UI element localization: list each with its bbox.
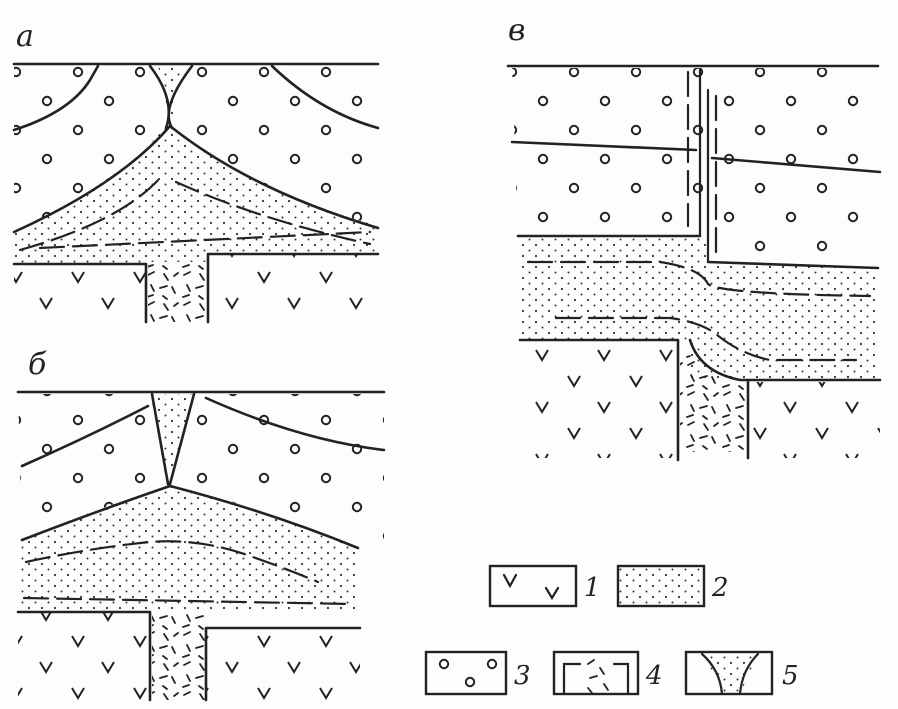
panel-b-sand-wedge xyxy=(150,394,196,484)
panel-b-boundary-left xyxy=(20,484,172,542)
legend-swatch-2-fill xyxy=(618,566,704,606)
legend: 1 2 3 4 xyxy=(424,564,799,696)
panel-a-gravel-left xyxy=(14,66,168,232)
panel-a-sand-layer xyxy=(14,124,378,264)
legend-swatch-5 xyxy=(684,650,774,696)
panel-v-gravel-base-right xyxy=(706,260,880,270)
legend-number-3: 3 xyxy=(514,661,531,691)
panel-b-gravel xyxy=(18,394,384,548)
panel-a-basement xyxy=(14,254,378,322)
panel-a-dashed-right xyxy=(174,180,372,246)
panel-v-gravel xyxy=(512,68,878,268)
panel-v-dashed-upper xyxy=(526,260,872,298)
panel-b-step-left xyxy=(16,610,152,702)
panel-v-basement xyxy=(520,342,880,458)
panel-b-wedge-right xyxy=(168,392,196,486)
panel-v-dike-fill xyxy=(680,342,746,452)
panel-a-step-left xyxy=(12,262,148,324)
panel-v-dashed-lower xyxy=(554,316,858,362)
panel-b-basement xyxy=(18,612,360,700)
panel-label-v: в xyxy=(508,13,525,48)
panel-b-wedge-left xyxy=(150,392,170,486)
panel-a-step-right xyxy=(206,252,380,324)
panel-v: в xyxy=(506,13,882,462)
legend-swatch-5-fill xyxy=(702,654,758,694)
panel-b-upper-right-boundary xyxy=(204,396,386,452)
legend-swatch-2 xyxy=(616,564,706,608)
legend-item-2: 2 xyxy=(616,564,729,608)
legend-item-1: 1 xyxy=(488,564,601,608)
panel-v-upper-boundary-right xyxy=(710,156,882,174)
panel-a-boundary-left xyxy=(12,124,172,234)
panel-a-boundary-right xyxy=(168,124,380,230)
panel-b-dike-fill xyxy=(152,612,206,700)
panel-v-sand-base xyxy=(688,338,882,382)
panel-a-sand-wedge xyxy=(158,66,184,118)
panel-a-wedge-left xyxy=(148,64,170,130)
panel-a-inner-boundary xyxy=(12,64,100,132)
legend-item-4: 4 xyxy=(552,650,663,696)
panel-b-dashed-mid xyxy=(24,540,320,584)
panel-a: а xyxy=(12,19,380,324)
panel-a-dashed-left xyxy=(18,176,162,252)
panel-v-upper-boundary-left xyxy=(510,140,698,152)
legend-item-5: 5 xyxy=(684,650,799,696)
legend-swatch-3 xyxy=(424,650,508,696)
panel-v-sand-layer xyxy=(518,236,878,380)
panel-b-dashed-low xyxy=(22,596,354,606)
panel-a-wedge-right xyxy=(167,64,194,130)
panel-b-boundary-right xyxy=(168,484,360,550)
panel-b-upper-left-boundary xyxy=(20,404,150,468)
legend-swatch-4 xyxy=(552,650,640,696)
panel-v-step-left xyxy=(518,338,680,462)
panel-a-dike-fill xyxy=(148,264,208,322)
panel-b: б xyxy=(16,347,386,702)
legend-number-4: 4 xyxy=(645,661,663,691)
panel-b-step-right xyxy=(204,626,362,702)
panel-label-b: б xyxy=(28,347,47,382)
legend-number-2: 2 xyxy=(711,573,729,603)
legend-item-3: 3 xyxy=(424,650,531,696)
panel-label-a: а xyxy=(16,19,34,54)
legend-swatch-1 xyxy=(488,564,578,608)
panel-a-dashed-low xyxy=(38,230,372,250)
panel-a-upper-right-boundary xyxy=(270,64,380,130)
legend-number-5: 5 xyxy=(782,661,799,691)
legend-number-1: 1 xyxy=(584,573,601,603)
